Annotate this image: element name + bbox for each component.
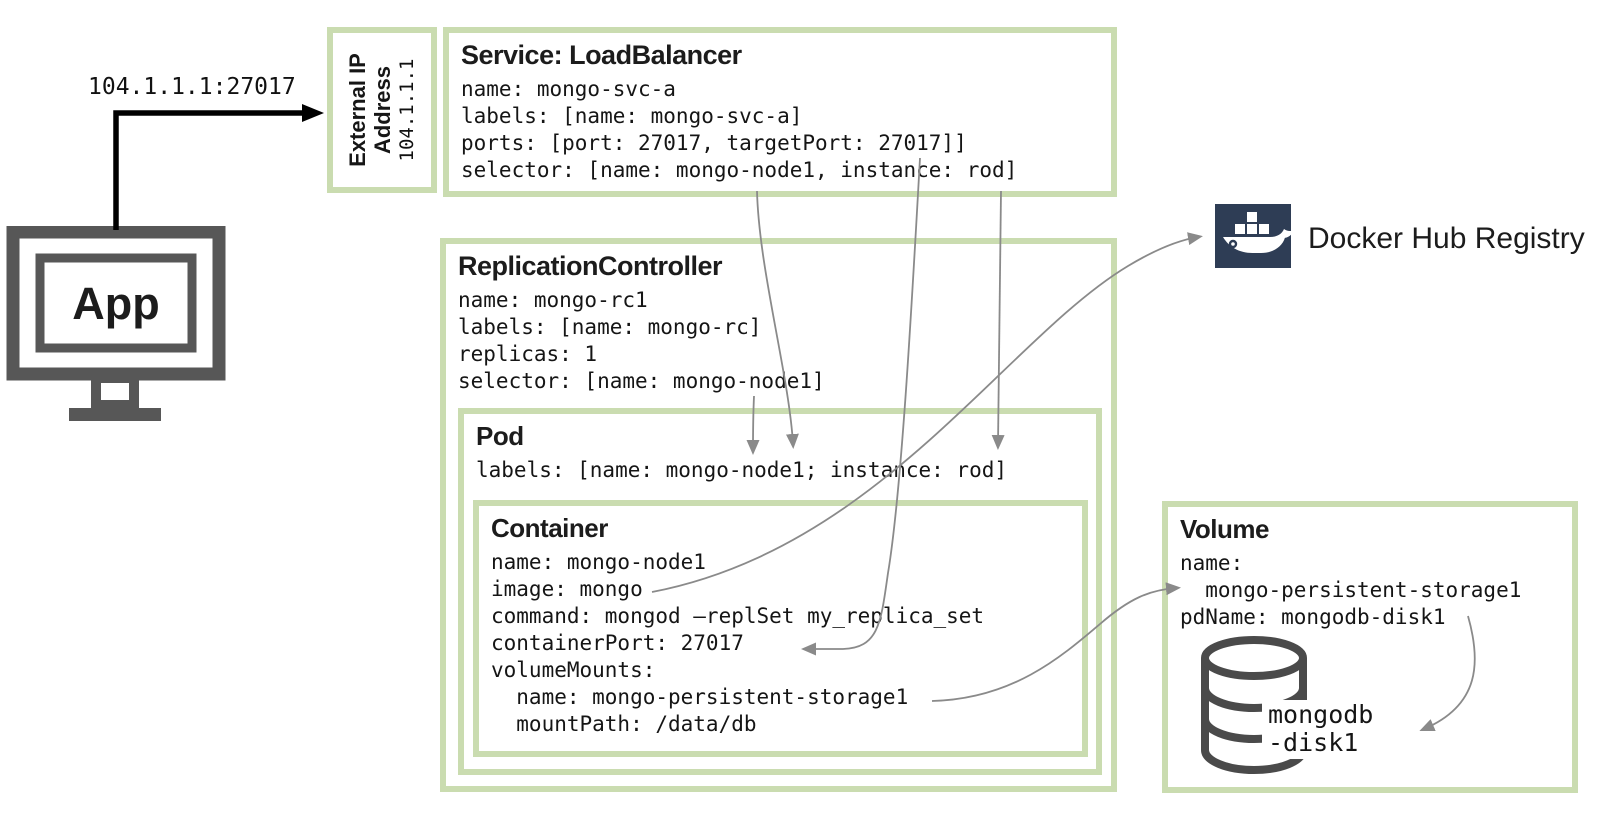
rc-title: ReplicationController <box>458 251 723 281</box>
service-line-name: name: mongo-svc-a <box>461 77 676 101</box>
disk-label-line1: mongodb <box>1268 700 1374 729</box>
container-line-port: containerPort: 27017 <box>491 631 744 655</box>
monitor-icon: App <box>6 225 226 421</box>
volume-line-name: name: <box>1180 551 1244 575</box>
external-ip-rotated-text: External IP Address 104.1.1.1 <box>345 25 419 195</box>
volume-line-pdname: pdName: mongodb-disk1 <box>1180 605 1446 629</box>
external-ip-title-line1: External IP <box>345 53 370 167</box>
docker-hub-label: Docker Hub Registry <box>1308 222 1585 255</box>
docker-hub-icon <box>1215 204 1294 273</box>
disk-label: mongodb-disk1 <box>1262 700 1380 759</box>
volume-title: Volume <box>1180 514 1269 544</box>
rc-line-selector: selector: [name: mongo-node1] <box>458 369 825 393</box>
container-line-command: command: mongod —replSet my_replica_set <box>491 604 985 628</box>
container-line-volumemounts: volumeMounts: <box>491 658 656 682</box>
arrow-app-to-external-ip <box>113 104 324 230</box>
container-line-volume-name: name: mongo-persistent-storage1 <box>491 685 909 709</box>
container-line-name: name: mongo-node1 <box>491 550 706 574</box>
app-label: App <box>72 278 159 329</box>
service-line-selector: selector: [name: mongo-node1, instance: … <box>461 158 1018 182</box>
pod-title: Pod <box>476 421 524 451</box>
connection-ip-label: 104.1.1.1:27017 <box>88 74 296 100</box>
container-title: Container <box>491 513 608 543</box>
service-line-ports: ports: [port: 27017, targetPort: 27017]] <box>461 131 967 155</box>
container-box: Container name: mongo-node1 image: mongo… <box>473 500 1088 757</box>
rc-line-replicas: replicas: 1 <box>458 342 598 366</box>
service-loadbalancer-box: Service: LoadBalancer name: mongo-svc-a … <box>443 27 1117 197</box>
rc-line-labels: labels: [name: mongo-rc] <box>458 315 762 339</box>
external-ip-value: 104.1.1.1 <box>396 58 418 162</box>
app-monitor: App <box>6 225 228 431</box>
disk-label-line2: -disk1 <box>1268 728 1359 757</box>
container-line-mountpath: mountPath: /data/db <box>491 712 757 736</box>
pod-line-labels: labels: [name: mongo-node1; instance: ro… <box>476 458 1008 482</box>
service-line-labels: labels: [name: mongo-svc-a] <box>461 104 803 128</box>
external-ip-box: External IP Address 104.1.1.1 <box>327 27 437 193</box>
service-title: Service: LoadBalancer <box>461 40 742 70</box>
volume-line-storage: mongo-persistent-storage1 <box>1180 578 1522 602</box>
rc-line-name: name: mongo-rc1 <box>458 288 648 312</box>
docker-whale-icon <box>1215 204 1294 268</box>
container-line-image: image: mongo <box>491 577 643 601</box>
external-ip-title-line2: Address <box>370 65 395 155</box>
